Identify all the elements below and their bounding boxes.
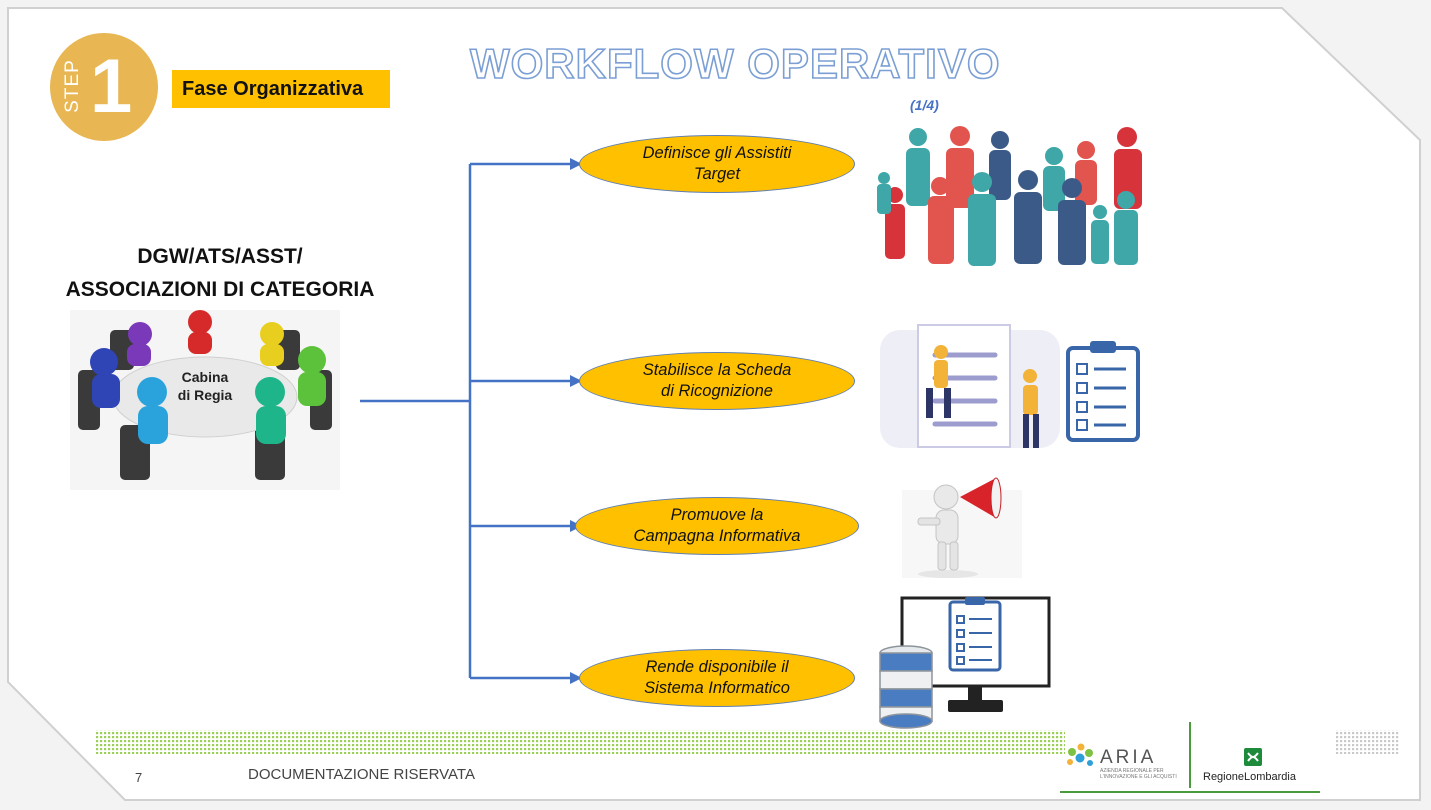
action-oval-campagna: Promuove la Campagna Informativa (575, 497, 859, 555)
megaphone-person-icon (902, 477, 1022, 578)
page-counter: (1/4) (910, 97, 939, 113)
action-line-1: Stabilisce la Scheda (642, 361, 792, 379)
organization-line-1: DGW/ATS/ASST/ (137, 245, 303, 268)
checklist-clipboard-icon (880, 324, 1140, 448)
table-label-line-1: Cabina (181, 369, 229, 385)
action-line-1: Definisce gli Assistiti (642, 144, 792, 162)
page-title: WORKFLOW OPERATIVO (469, 39, 1001, 88)
connector-lines (360, 162, 572, 680)
action-line-2: Sistema Informatico (644, 679, 790, 697)
footer-dotted-band (95, 730, 1065, 754)
database-monitor-icon (879, 596, 1051, 729)
slide-number: 7 (135, 770, 143, 785)
step-badge (50, 33, 158, 141)
organization-line-2: ASSOCIAZIONI DI CATEGORIA (65, 278, 375, 301)
round-table-illustration (70, 310, 340, 490)
aria-logo-subtitle: AZIENDA REGIONALE PER L'INNOVAZIONE E GL… (1100, 768, 1177, 780)
aria-logo-mark (1067, 743, 1093, 766)
action-line-2: Target (693, 165, 741, 183)
action-line-1: Promuove la (670, 506, 764, 524)
table-label: Cabina di Regia (170, 368, 240, 404)
footer-dotted-band-grey (1335, 730, 1400, 754)
step-number: 1 (90, 44, 133, 129)
action-oval-sistema: Rende disponibile il Sistema Informatico (579, 649, 855, 707)
action-oval-scheda: Stabilisce la Scheda di Ricognizione (579, 352, 855, 410)
regione-lombardia-logo-text: RegioneLombardia (1203, 771, 1296, 783)
action-line-2: Campagna Informativa (633, 527, 801, 545)
aria-logo-text: ARIA (1100, 747, 1157, 768)
people-crowd-icon (877, 126, 1142, 266)
action-oval-target: Definisce gli Assistiti Target (579, 135, 855, 193)
action-line-1: Rende disponibile il (645, 658, 789, 676)
table-label-line-2: di Regia (177, 387, 233, 403)
regione-lombardia-emblem (1244, 748, 1262, 766)
organization-title: DGW/ATS/ASST/ ASSOCIAZIONI DI CATEGORIA (40, 240, 400, 306)
confidential-label: DOCUMENTAZIONE RISERVATA (248, 766, 475, 783)
phase-label: Fase Organizzativa (172, 70, 390, 108)
action-line-2: di Ricognizione (661, 382, 773, 400)
